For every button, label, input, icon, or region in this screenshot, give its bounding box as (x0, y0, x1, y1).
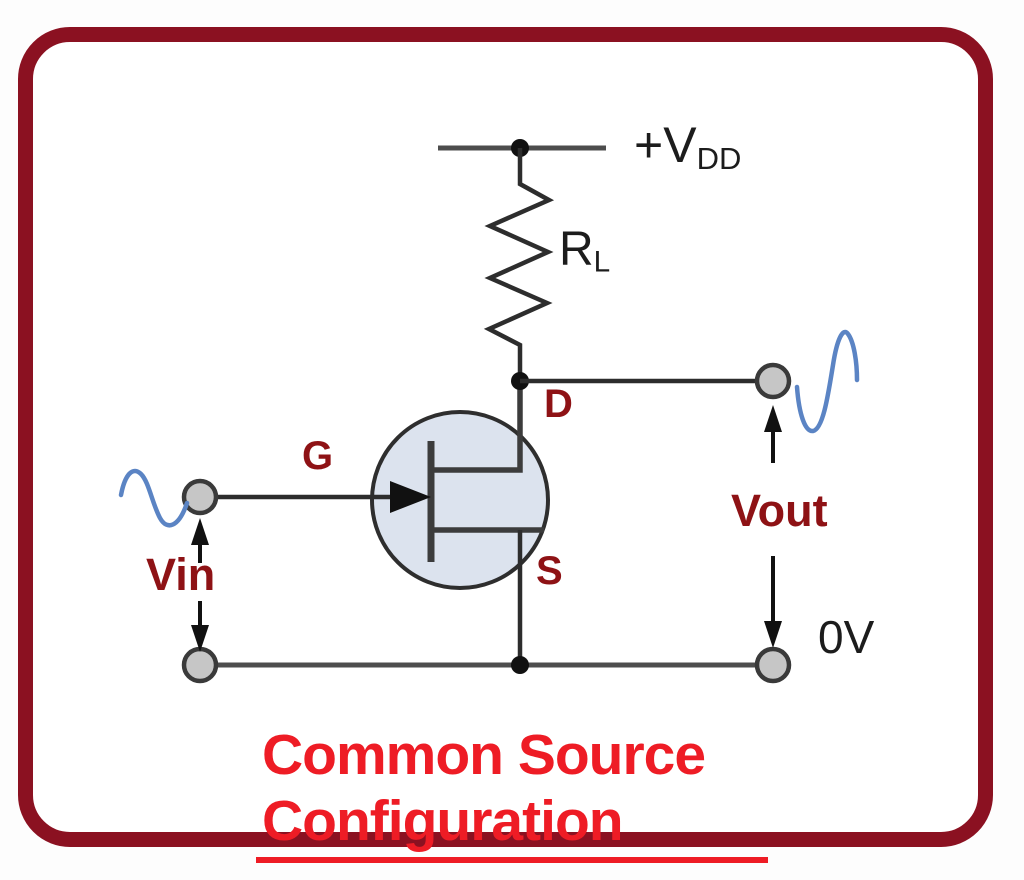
input-terminal (181, 478, 219, 516)
load-resistor-symbol (483, 148, 555, 381)
vdd-label: +VDD (634, 120, 741, 174)
zero-volts-label: 0V (818, 611, 875, 663)
mosfet-body (370, 410, 550, 590)
source-label: S (536, 549, 563, 593)
gate-arrowhead-icon (390, 481, 431, 513)
diagram-title: Common Source Configuration (256, 722, 768, 863)
source-junction-dot (511, 656, 529, 674)
rl-label-main: R (559, 223, 594, 276)
output-sine-icon (794, 329, 860, 434)
input-sine-icon (118, 468, 190, 528)
vin-arrow-down-icon (191, 625, 209, 652)
vout-arrow-down-icon (764, 621, 782, 648)
rl-label-subscript: L (593, 245, 611, 279)
ground-terminal-left (181, 646, 219, 684)
vdd-label-subscript: DD (696, 140, 742, 176)
drain-label: D (544, 382, 573, 426)
vdd-label-main: +V (634, 117, 697, 173)
vout-label: Vout (731, 485, 828, 536)
vout-arrow-up-icon (764, 405, 782, 432)
gate-label: G (302, 434, 334, 478)
vin-label: Vin (146, 549, 216, 600)
output-terminal (754, 362, 792, 400)
ground-terminal-right (754, 646, 792, 684)
mosfet-drain-lead (431, 381, 523, 473)
load-resistor-label: RL (559, 226, 610, 277)
vin-arrow-up-icon (191, 518, 209, 545)
